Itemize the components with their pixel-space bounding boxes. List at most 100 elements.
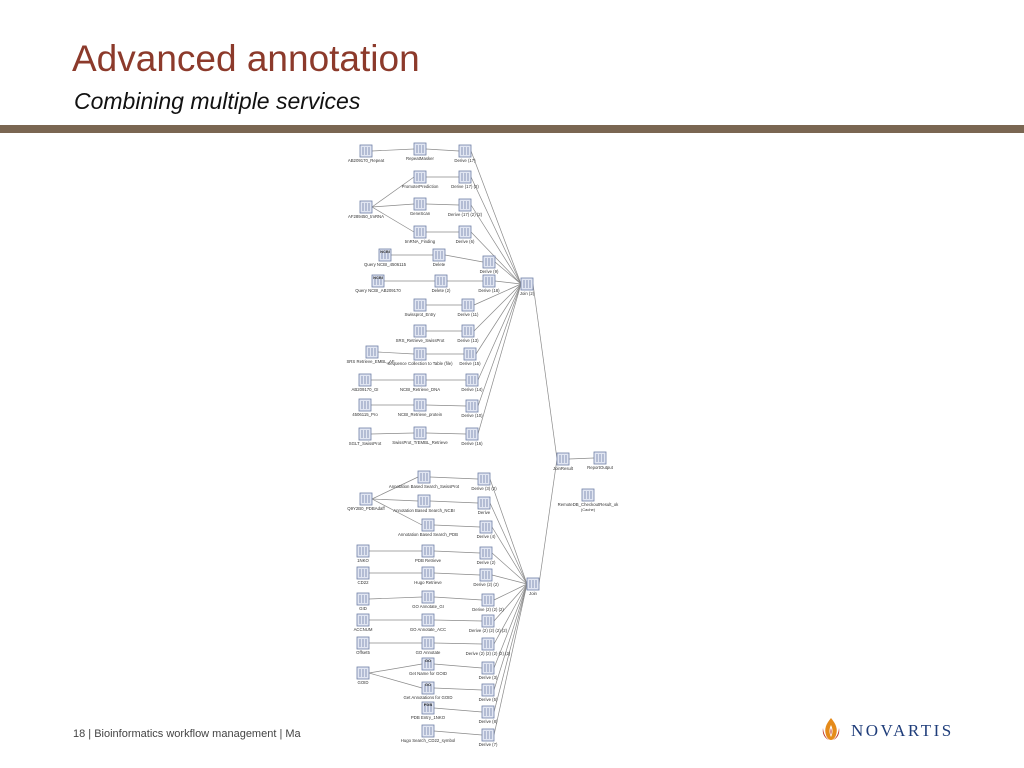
workflow-node[interactable]: PromoterPrediction (402, 170, 439, 189)
workflow-node[interactable]: Derive (15) (459, 347, 481, 366)
workflow-node[interactable]: Derive (6) (456, 225, 475, 244)
workflow-edge (371, 476, 419, 500)
workflow-node-icon (458, 225, 472, 239)
workflow-node[interactable]: Join (526, 577, 540, 596)
workflow-node[interactable]: Derive (14) (461, 373, 483, 392)
workflow-node[interactable]: Sequence Collection to Table (file) (387, 347, 453, 366)
workflow-node[interactable]: NCBI_Retrieve_DNA (400, 373, 440, 392)
workflow-node-icon (458, 170, 472, 184)
workflow-edge (444, 254, 484, 263)
workflow-node[interactable]: SGLT_SwissProt (349, 427, 382, 446)
workflow-node[interactable]: 4506115_Pro (352, 398, 378, 417)
workflow-node[interactable]: Join (2) (520, 277, 535, 296)
workflow-node-icon (479, 520, 493, 534)
workflow-node[interactable]: RemoteDB_CheckoutResult_ok(Cache) (558, 488, 620, 512)
workflow-edge (493, 583, 528, 601)
workflow-node[interactable]: Annotation Based Search_PDB (398, 518, 458, 537)
workflow-node[interactable]: Derive (7) (479, 728, 498, 747)
workflow-node[interactable]: Derive (477, 496, 491, 515)
workflow-edge (538, 458, 558, 585)
workflow-node[interactable]: Derive (10) (461, 399, 483, 418)
workflow-node-icon (465, 427, 479, 441)
workflow-node[interactable]: Derive (13) (457, 324, 479, 343)
workflow-node[interactable]: Derive (17) (2) (2) (448, 198, 483, 217)
workflow-node[interactable]: Hugo Retrieve (414, 566, 442, 585)
workflow-node[interactable]: Derive (2) (2) (2) (2) (2) (466, 637, 511, 656)
workflow-node-icon (481, 705, 495, 719)
workflow-node[interactable]: Derive (3) (2) (471, 472, 497, 491)
workflow-node-label: ReportOutput (587, 465, 614, 470)
workflow-node[interactable]: Derive (4) (477, 520, 496, 539)
workflow-node[interactable]: Annotation Based Search_NCBI (393, 494, 455, 513)
workflow-node-icon (520, 277, 534, 291)
workflow-node[interactable]: Swissprot_Entry (404, 298, 436, 317)
novartis-flame-icon (822, 718, 840, 740)
workflow-node[interactable]: Derive (17) (454, 144, 476, 163)
workflow-node[interactable]: 1NKO (356, 544, 370, 563)
workflow-node[interactable]: Q9Y2B0_PDBAdaff (347, 492, 386, 511)
workflow-node[interactable]: Derive (5) (479, 683, 498, 702)
workflow-edge (493, 583, 528, 713)
workflow-node[interactable]: ReportOutput (587, 451, 614, 470)
workflow-node[interactable]: Derive (17) (2) (451, 170, 479, 189)
workflow-node[interactable]: JoinResult (553, 452, 574, 471)
workflow-node[interactable]: SwissProt_TrEMBL_Retrieve (392, 426, 448, 445)
workflow-node-icon (356, 636, 370, 650)
workflow-node[interactable]: Derive (2) (2) (2) (2) (469, 614, 508, 633)
workflow-node[interactable]: GO Annotate (416, 636, 441, 655)
workflow-node[interactable]: Derive (2) (477, 546, 496, 565)
workflow-node[interactable]: AF289450_tmRNA (348, 200, 384, 219)
workflow-node[interactable]: SRS Retrieve_EMBL_AF... (346, 345, 398, 364)
workflow-node[interactable]: AB209170_Repeat (348, 144, 385, 163)
workflow-node[interactable]: Delete (2) (432, 274, 451, 293)
workflow-edge (371, 203, 415, 208)
title-divider (0, 125, 1024, 133)
workflow-node[interactable]: Annotation Based Search_SwissProt (389, 470, 460, 489)
workflow-node[interactable]: SRS_Retrieve_SwissProt (396, 324, 446, 343)
workflow-node-label: Derive (7) (479, 742, 498, 747)
workflow-edge (433, 596, 483, 601)
workflow-node-label: SRS_Retrieve_SwissProt (396, 338, 446, 343)
workflow-node[interactable]: Derive (3) (479, 661, 498, 680)
workflow-node-icon (359, 492, 373, 506)
workflow-node-label: 4506115_Pro (352, 412, 378, 417)
workflow-node-icon (358, 398, 372, 412)
workflow-edge (489, 478, 528, 585)
workflow-node[interactable]: Derive (2) (2) (473, 568, 499, 587)
workflow-edge (494, 261, 522, 285)
workflow-node[interactable]: GO Annotate_ACC (410, 613, 446, 632)
workflow-node-icon (413, 170, 427, 184)
workflow-node[interactable]: GOID (356, 666, 370, 685)
workflow-node[interactable]: Derive (8) (479, 705, 498, 724)
workflow-node[interactable]: Hugo Search_CD22_symbol (401, 724, 456, 743)
workflow-node[interactable]: tmRNA_Finding (405, 225, 436, 244)
workflow-node[interactable]: RepeatMasker (406, 142, 435, 161)
workflow-node[interactable]: Derive (9) (480, 255, 499, 274)
workflow-node-icon (481, 593, 495, 607)
workflow-node[interactable]: CD22 (356, 566, 370, 585)
workflow-node[interactable]: Derive (2) (2) (2) (472, 593, 504, 612)
workflow-node[interactable]: GeneScan (410, 197, 431, 216)
workflow-node[interactable]: GO Annotate_GI (412, 590, 444, 609)
workflow-node[interactable]: AB209170_GI (352, 373, 379, 392)
workflow-node[interactable]: GID (356, 592, 370, 611)
workflow-node[interactable]: Derive (18) (478, 274, 500, 293)
workflow-node[interactable]: Offset5 (356, 636, 370, 655)
workflow-node-icon (463, 347, 477, 361)
workflow-node[interactable]: ACCNUM (354, 613, 373, 632)
workflow-node[interactable]: Delete (432, 248, 446, 267)
workflow-node[interactable]: Derive (16) (461, 427, 483, 446)
workflow-node[interactable]: PDB Retrieve (415, 544, 442, 563)
workflow-node[interactable]: NCBI_Retrieve_protein (398, 398, 443, 417)
workflow-node-icon (413, 225, 427, 239)
workflow-node-icon (461, 298, 475, 312)
workflow-node-icon (477, 472, 491, 486)
workflow-node[interactable]: Derive (11) (458, 298, 480, 317)
workflow-node-label: SwissProt_TrEMBL_Retrieve (392, 440, 448, 445)
workflow-node-label: Derive (14) (461, 387, 483, 392)
